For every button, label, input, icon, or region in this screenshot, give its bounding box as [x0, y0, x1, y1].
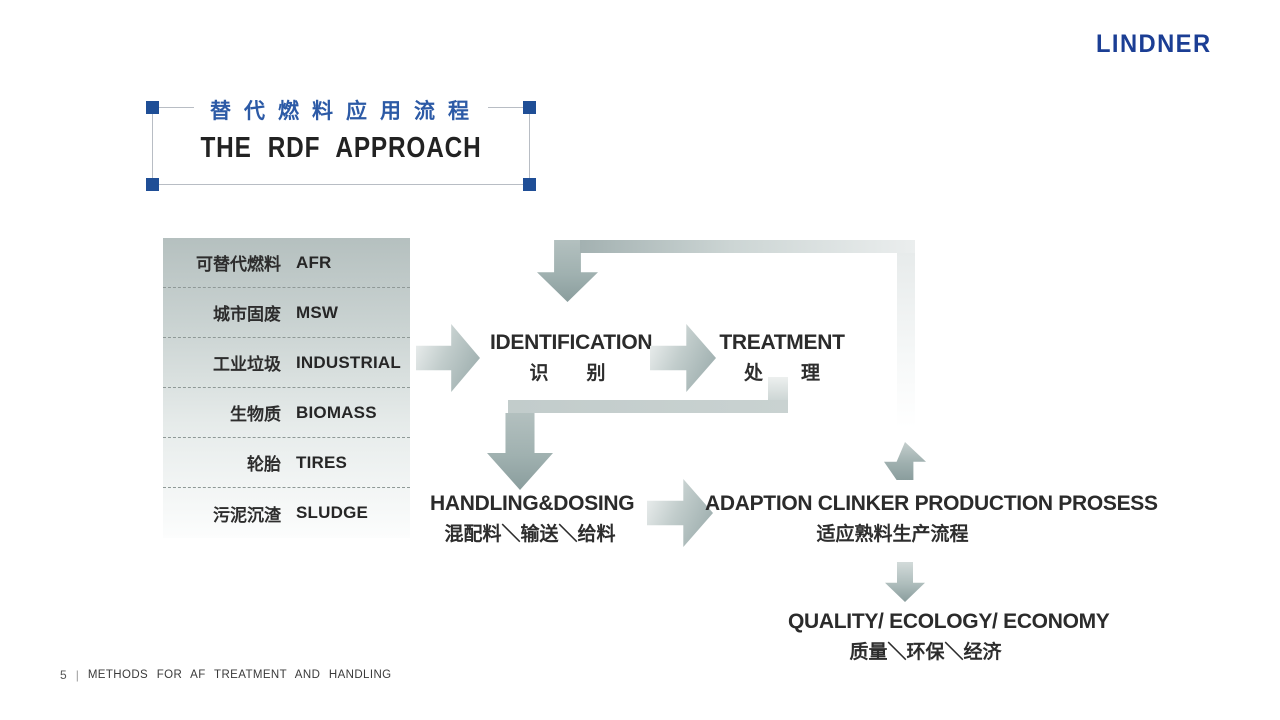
row-label-en: SLUDGE: [296, 503, 369, 522]
elbow-pipe-bar: [508, 400, 788, 413]
step-adaption-clinker: ADAPTION CLINKER PRODUCTION PROSESS 适应熟料…: [705, 492, 1158, 546]
step-label-en: TREATMENT: [719, 331, 845, 354]
step-handling-dosing: HANDLING&DOSING 混配料＼输送＼给料: [430, 492, 635, 546]
arrow-down-icon: [487, 413, 553, 490]
step-identification: IDENTIFICATION 识 别: [490, 331, 653, 385]
table-row: 可替代燃料 AFR: [163, 238, 410, 288]
corner-square-icon: [146, 178, 159, 191]
step-label-en: HANDLING&DOSING: [430, 492, 635, 515]
step-quality-ecology-economy: QUALITY/ ECOLOGY/ ECONOMY 质量＼环保＼经济: [788, 610, 1110, 664]
brand-logo: LINDNER: [1096, 30, 1212, 58]
arrow-up-icon: [884, 442, 926, 480]
table-row: 生物质 BIOMASS: [163, 388, 410, 438]
slide-footer: 5 | METHODS FOR AF TREATMENT AND HANDLIN…: [60, 668, 392, 682]
table-row: 污泥沉渣 SLUDGE: [163, 488, 410, 538]
step-label-en: IDENTIFICATION: [490, 331, 653, 354]
elbow-pipe-stub: [768, 377, 788, 401]
row-label-en: TIRES: [296, 452, 348, 472]
page-number: 5: [60, 668, 67, 682]
table-row: 工业垃圾 INDUSTRIAL: [163, 338, 410, 388]
row-label-zh: 生物质: [230, 405, 281, 424]
row-label-en: BIOMASS: [296, 402, 377, 422]
feedback-pipe-right: [897, 253, 915, 428]
step-treatment: TREATMENT 处 理: [712, 331, 852, 385]
row-label-en: AFR: [296, 252, 332, 272]
title-block: 替代燃料应用流程 THE RDF APPROACH: [146, 93, 536, 191]
step-label-zh: 适应熟料生产流程: [816, 524, 969, 545]
table-row: 轮胎 TIRES: [163, 438, 410, 488]
corner-square-icon: [146, 101, 159, 114]
row-label-zh: 工业垃圾: [213, 355, 281, 374]
corner-square-icon: [523, 101, 536, 114]
row-label-en: INDUSTRIAL: [296, 352, 401, 372]
step-label-en: QUALITY/ ECOLOGY/ ECONOMY: [788, 610, 1110, 633]
row-label-zh: 城市固废: [213, 305, 281, 324]
slide-title-chinese: 替代燃料应用流程: [194, 93, 488, 127]
arrow-right-icon: [647, 479, 713, 547]
corner-square-icon: [523, 178, 536, 191]
fuel-source-table: 可替代燃料 AFR 城市固废 MSW 工业垃圾 INDUSTRIAL 生物质 B…: [163, 238, 410, 538]
row-label-zh: 污泥沉渣: [213, 505, 281, 525]
step-label-zh: 混配料＼输送＼给料: [444, 524, 616, 545]
arrow-right-icon: [650, 324, 716, 392]
row-label-en: MSW: [296, 302, 339, 322]
step-label-zh: 处 理: [743, 363, 820, 384]
row-label-zh: 轮胎: [247, 455, 281, 474]
footer-separator: |: [75, 668, 79, 682]
step-label-en: ADAPTION CLINKER PRODUCTION PROSESS: [705, 492, 1158, 515]
step-label-zh: 质量＼环保＼经济: [849, 642, 1002, 663]
row-label-zh: 可替代燃料: [196, 255, 281, 274]
arrow-down-icon: [885, 562, 925, 602]
slide-title-english: THE RDF APPROACH: [200, 132, 482, 164]
footer-caption: METHODS FOR AF TREATMENT AND HANDLING: [87, 669, 392, 681]
table-row: 城市固废 MSW: [163, 288, 410, 338]
feedback-pipe-top: [580, 240, 915, 253]
step-label-zh: 识 别: [529, 363, 606, 384]
arrow-right-icon: [416, 324, 480, 392]
